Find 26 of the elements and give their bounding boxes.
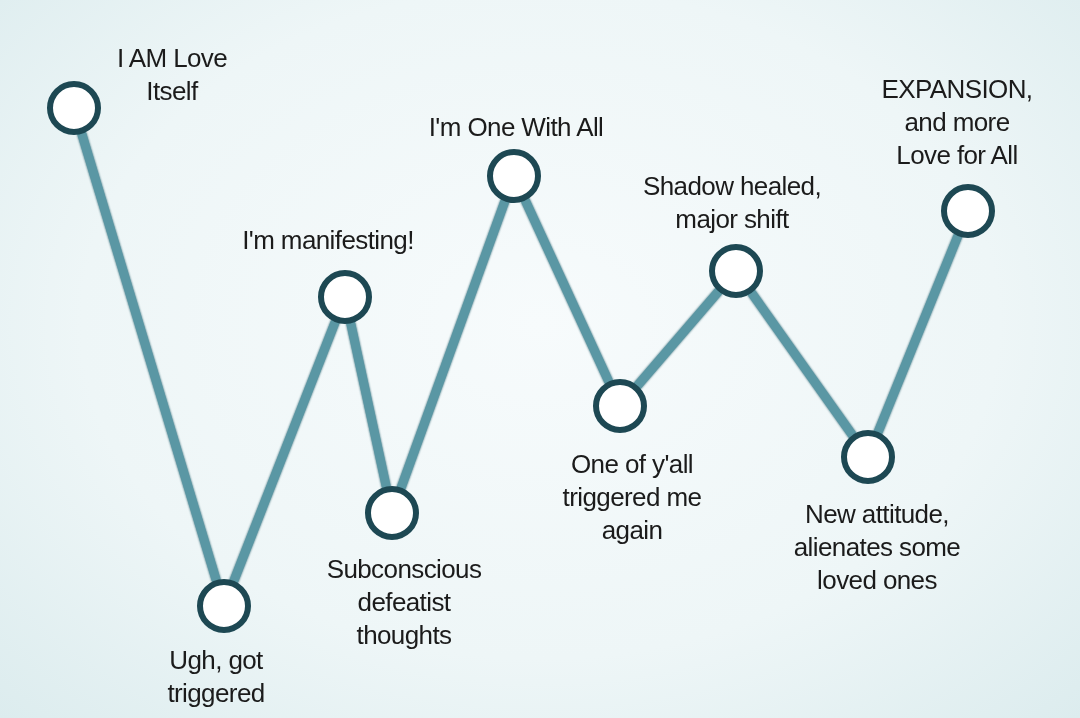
- milestone-circle: [593, 379, 647, 433]
- connector-line: [229, 319, 340, 584]
- milestone-caption: Ugh, got triggered: [166, 644, 266, 710]
- milestone-circle: [841, 430, 895, 484]
- connector-line: [346, 321, 391, 489]
- connector-line: [77, 131, 221, 583]
- milestone-caption: New attitude, alienates some loved ones: [792, 498, 962, 597]
- milestone-caption: Shadow healed, major shift: [641, 170, 823, 236]
- connector-line: [633, 287, 723, 390]
- milestone-caption: I AM Love Itself: [115, 42, 229, 108]
- connector-line: [873, 233, 963, 435]
- connector-line: [747, 289, 857, 439]
- milestone-circle: [318, 270, 372, 324]
- milestone-caption: I'm One With All: [427, 111, 605, 144]
- milestone-circle: [365, 486, 419, 540]
- milestone-caption: Subconscious defeatist thoughts: [325, 553, 483, 652]
- milestone-caption: One of y'all triggered me again: [561, 448, 703, 547]
- connector-line: [520, 197, 614, 385]
- milestone-circle: [487, 149, 541, 203]
- milestone-circle: [709, 244, 763, 298]
- milestone-circle: [941, 184, 995, 238]
- milestone-circle: [47, 81, 101, 135]
- milestone-caption: EXPANSION, and more Love for All: [880, 73, 1034, 172]
- milestone-caption: I'm manifesting!: [241, 224, 415, 257]
- milestone-circle: [197, 579, 251, 633]
- connector-line: [396, 198, 510, 491]
